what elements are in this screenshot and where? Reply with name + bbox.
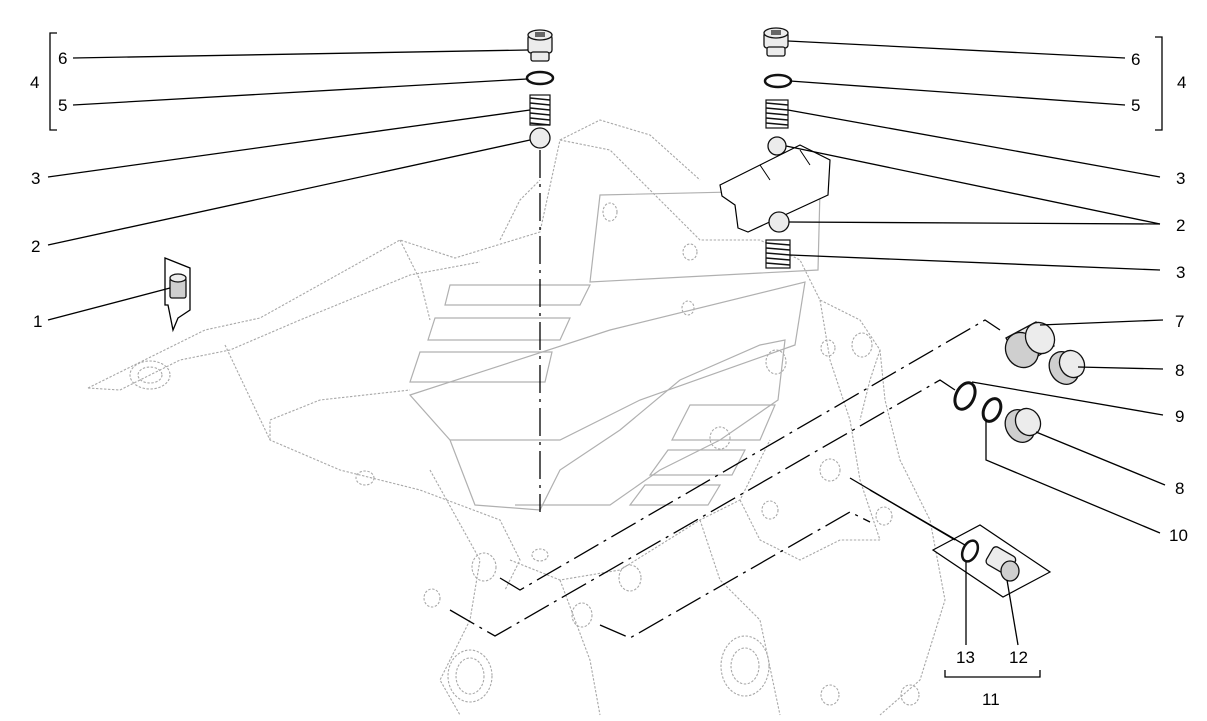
left-sealing-ring [525,70,555,86]
leader-lines [47,40,1166,646]
callout-left-5: 5 [58,96,67,115]
left-screw-plug [527,29,553,62]
housing-outline [87,119,946,716]
valve-block [719,144,831,233]
callout-left-6: 6 [58,49,67,68]
callout-right-12: 12 [1009,648,1028,667]
callout-left-4: 4 [30,73,39,92]
right-screw-plug [763,27,789,57]
bushing [1004,321,1056,369]
plug-cap-lower [1004,407,1042,443]
plug-marker [164,257,191,333]
left-ball [529,127,551,149]
right-ball-lower [768,211,790,233]
callout-right-13: 13 [956,648,975,667]
callout-right-9: 9 [1175,407,1184,426]
right-spring-lower [765,239,791,269]
callout-right-6: 6 [1131,50,1140,69]
right-ball-upper [767,136,787,156]
callout-labels: 6 5 4 3 2 1 6 5 4 3 2 3 7 8 9 8 10 13 12… [30,49,1188,709]
callout-right-8a: 8 [1175,361,1184,380]
left-spring [529,94,551,126]
callout-left-3: 3 [31,169,40,188]
callout-right-3a: 3 [1176,169,1185,188]
callout-right-10: 10 [1169,526,1188,545]
callout-right-5: 5 [1131,96,1140,115]
callout-right-8b: 8 [1175,479,1184,498]
plug-cap-upper [1048,349,1086,385]
callout-right-7: 7 [1175,312,1184,331]
callout-right-3b: 3 [1176,263,1185,282]
brackets [49,32,1163,678]
callout-left-1: 1 [33,312,42,331]
callout-right-2: 2 [1176,216,1185,235]
kit-panel [931,524,1052,598]
callout-right-11: 11 [982,690,1000,709]
callout-right-4: 4 [1177,73,1186,92]
right-sealing-ring [763,73,793,89]
o-ring-10 [981,397,1003,423]
axis-lines [449,150,1001,639]
right-spring-upper [765,99,789,129]
o-ring-9 [953,381,977,411]
callout-left-2: 2 [31,237,40,256]
